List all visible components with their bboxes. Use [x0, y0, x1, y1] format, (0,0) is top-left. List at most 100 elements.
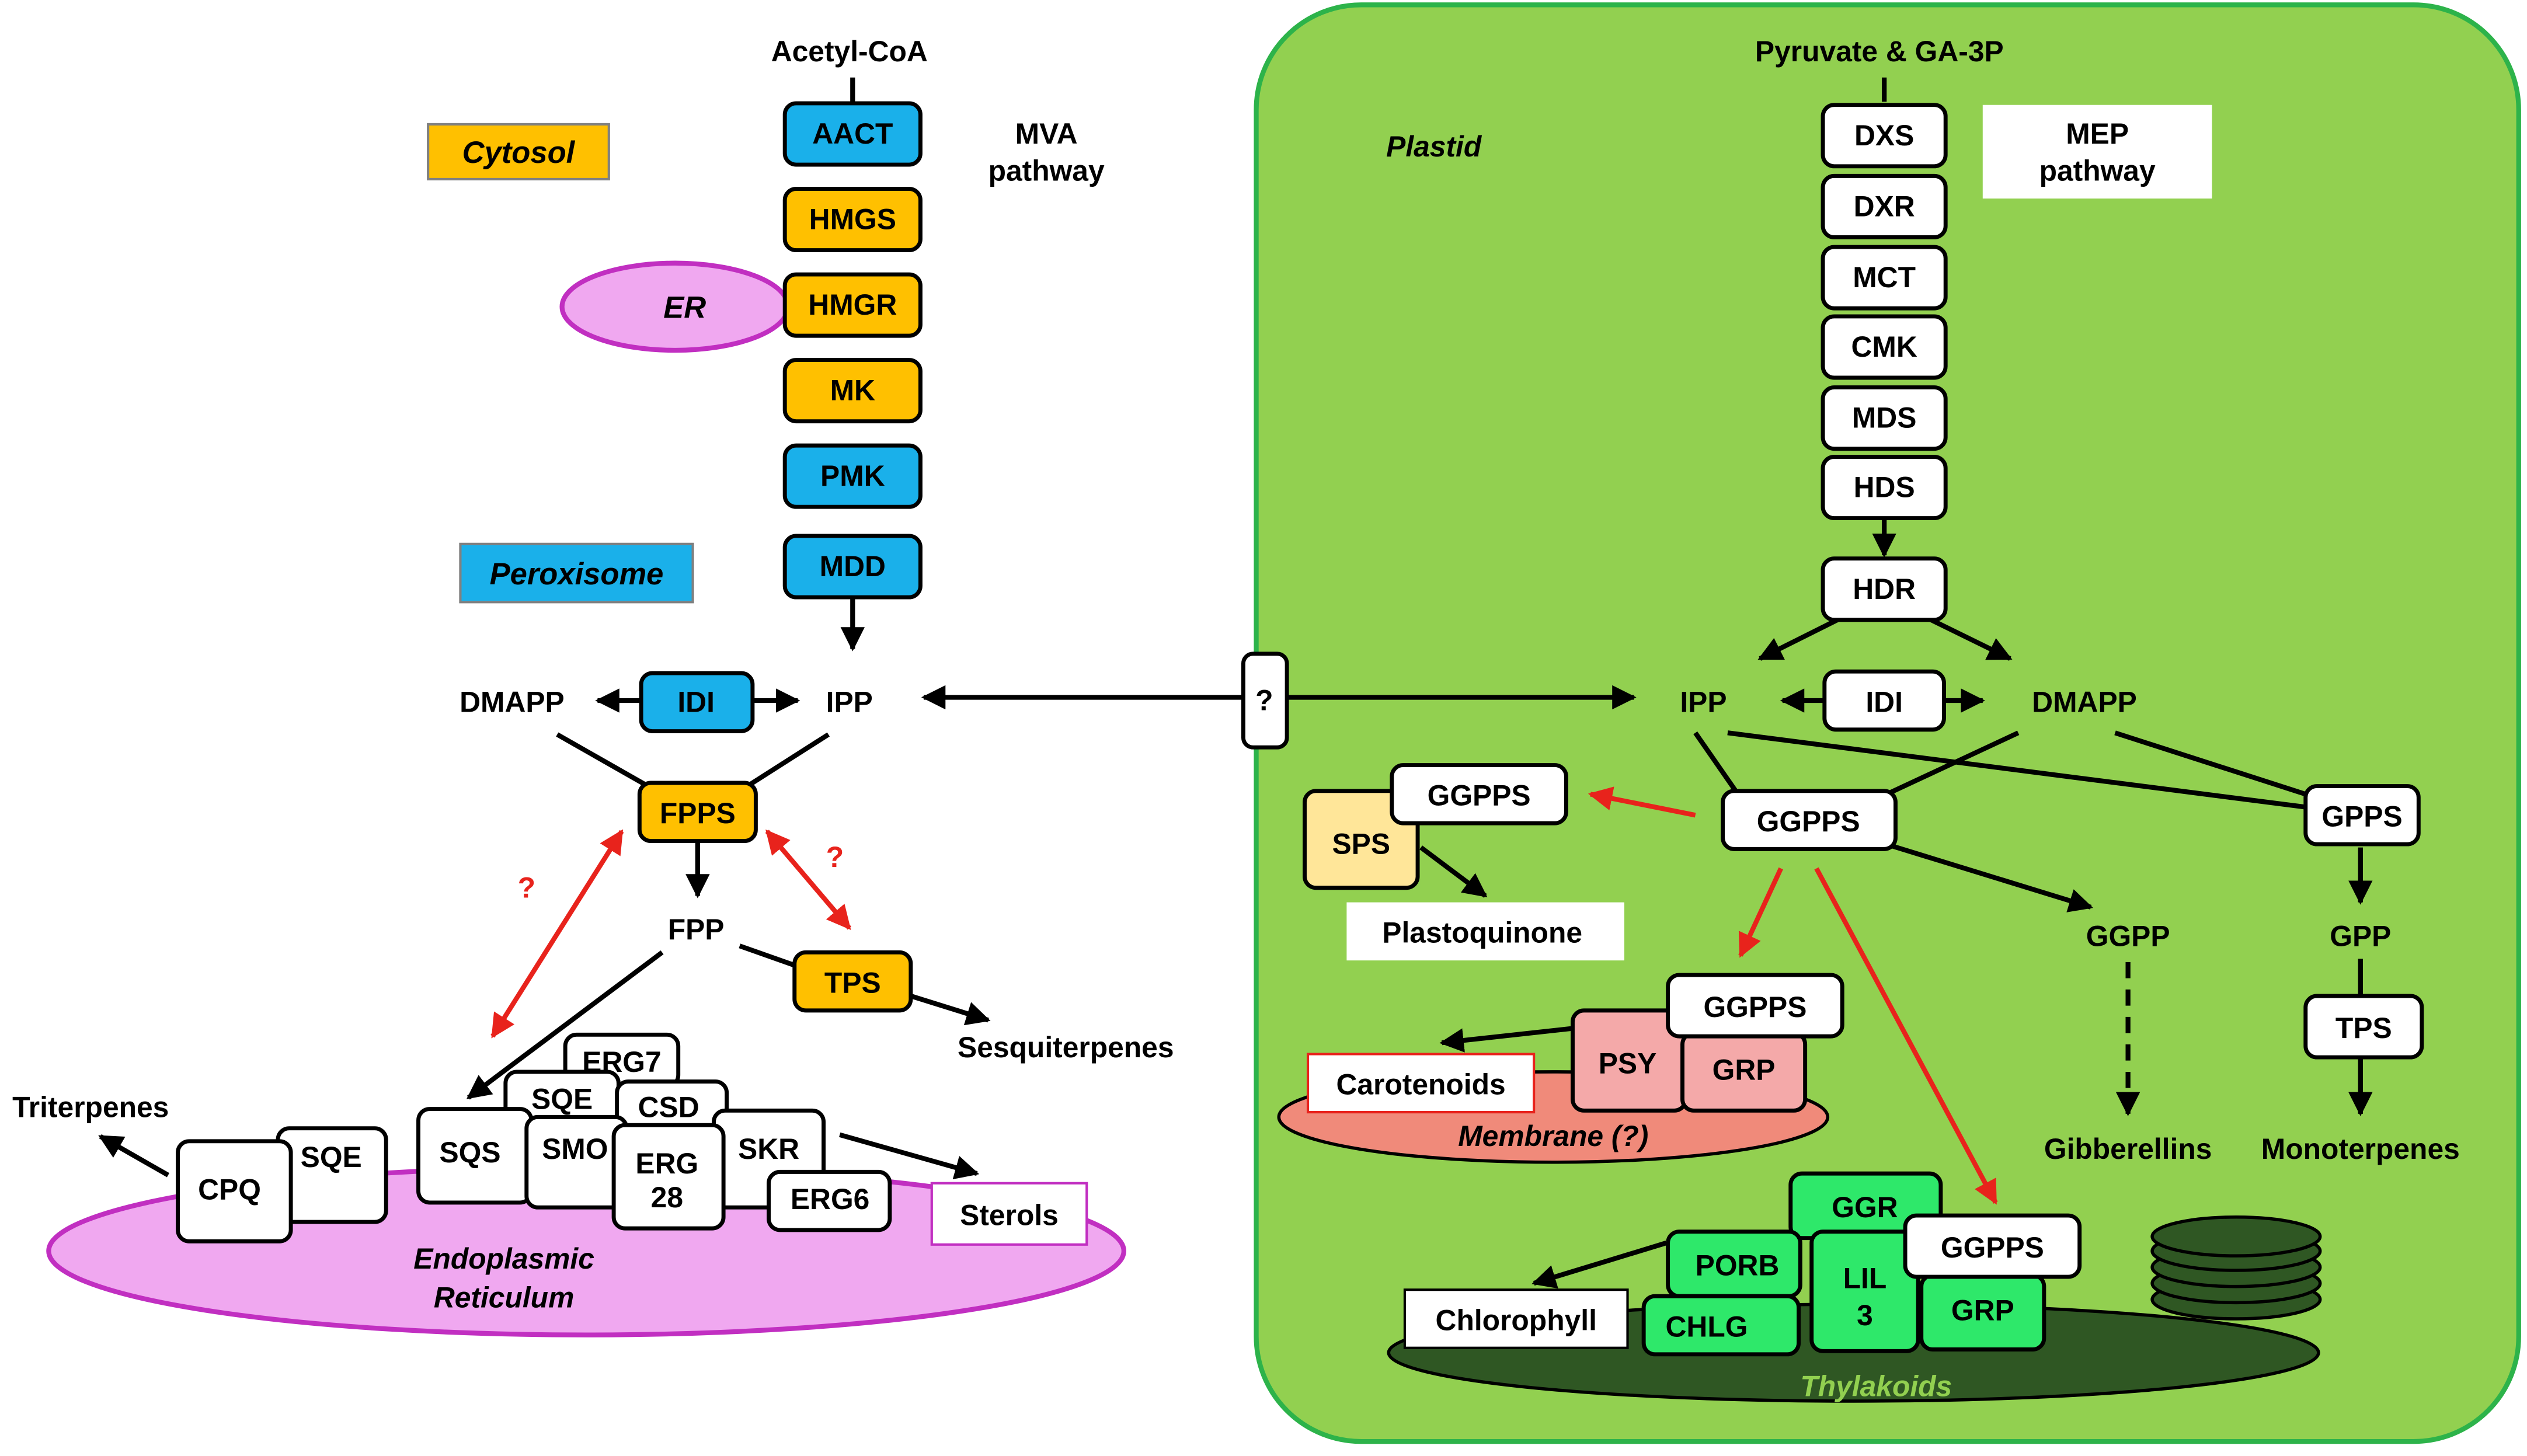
hmgr-box	[782, 272, 923, 338]
hmgr-label: HMGR	[808, 288, 897, 321]
membrane-label: Membrane (?)	[1458, 1120, 1648, 1152]
dxs-label: DXS	[1854, 119, 1914, 152]
mk-label: MK	[830, 374, 875, 407]
ggpps-sps-box	[1390, 763, 1568, 825]
pmk-box	[782, 443, 923, 509]
plastoquinone-box	[1346, 902, 1624, 961]
pmk-label: PMK	[820, 459, 885, 492]
erg28-label-2: 28	[651, 1181, 683, 1214]
chlg-label: CHLG	[1666, 1310, 1748, 1343]
ggpps-thylakoid-box	[1903, 1213, 2082, 1279]
erg7-label: ERG7	[582, 1046, 661, 1078]
mdd-box	[782, 534, 923, 600]
sqe-left-label: SQE	[301, 1141, 362, 1173]
idi-left-box	[639, 671, 755, 733]
ggpps-membrane-label: GGPPS	[1703, 991, 1807, 1023]
plastid-label: Plastid	[1386, 130, 1482, 163]
chlorophyll-label: Chlorophyll	[1436, 1304, 1597, 1336]
porb-label: PORB	[1696, 1249, 1780, 1281]
metabolite-labels: Acetyl-CoA MVA pathway Pyruvate & GA-3P …	[12, 35, 2460, 1336]
peroxisome-legend-box	[459, 542, 694, 604]
peroxisome-label: Peroxisome	[490, 557, 664, 591]
ipp-right-label: IPP	[1680, 685, 1727, 718]
red-question-left: ?	[518, 871, 535, 904]
cmk-label: CMK	[1851, 330, 1917, 363]
red-connectors	[490, 786, 1998, 1205]
sterols-label: Sterols	[960, 1199, 1059, 1232]
ipp-left-label: IPP	[826, 685, 873, 718]
sps-label: SPS	[1332, 828, 1390, 861]
thylakoid-enzymes	[1641, 1171, 2046, 1357]
grp-thylakoid-label: GRP	[1951, 1294, 2014, 1327]
ggpps-center-box	[1721, 789, 1898, 851]
sps-box	[1303, 789, 1420, 890]
transport-unknown-label: ?	[1255, 684, 1273, 717]
pyruvate-label: Pyruvate & GA-3P	[1755, 35, 2004, 68]
er-enzymes	[176, 1032, 892, 1243]
hdr-label: HDR	[1853, 573, 1916, 605]
mct-box	[1821, 245, 1948, 311]
sterols-box	[930, 1182, 1088, 1246]
skr-label: SKR	[738, 1133, 799, 1165]
idi-right-box	[1822, 669, 1946, 732]
mep-enzymes	[1721, 103, 2424, 1060]
dxr-label: DXR	[1854, 190, 1915, 223]
tps-left-box	[792, 950, 913, 1013]
tps-right-label: TPS	[2335, 1012, 2392, 1044]
tps-right-box	[2303, 994, 2424, 1060]
mdd-label: MDD	[820, 550, 886, 583]
mva-pathway-label-1: MVA	[1015, 117, 1078, 150]
fpps-label: FPPS	[660, 797, 736, 830]
carotenoids-box	[1306, 1053, 1536, 1114]
erg28-label-1: ERG	[635, 1147, 698, 1180]
erg6-box	[767, 1169, 892, 1232]
cytosol-legend-box	[427, 123, 610, 180]
gpps-box	[2303, 784, 2421, 847]
lil3-box	[1809, 1229, 1920, 1353]
lil3-label-1: LIL	[1843, 1262, 1887, 1294]
psy-label: PSY	[1599, 1047, 1657, 1080]
mva-enzymes	[637, 101, 923, 1013]
erg6-label: ERG6	[791, 1183, 869, 1215]
mk-box	[782, 358, 923, 424]
carotenoids-label: Carotenoids	[1336, 1068, 1505, 1101]
ggpps-center-label: GGPPS	[1757, 805, 1860, 838]
sesquiterpenes-label: Sesquiterpenes	[958, 1031, 1174, 1064]
sqs-label: SQS	[439, 1136, 500, 1169]
dxr-box	[1821, 173, 1948, 239]
plastoquinone-label: Plastoquinone	[1382, 917, 1582, 949]
aact-label: AACT	[812, 117, 893, 150]
lil3-label-2: 3	[1857, 1299, 1873, 1332]
hds-label: HDS	[1854, 471, 1915, 504]
mva-pathway-label-2: pathway	[988, 155, 1105, 187]
idi-right-label: IDI	[1865, 685, 1903, 718]
ggr-label: GGR	[1832, 1191, 1898, 1224]
gpp-label: GPP	[2330, 919, 2391, 952]
aact-box	[782, 101, 923, 167]
sqe-mid-label: SQE	[531, 1083, 593, 1116]
mep-pathway-label-2: pathway	[2039, 155, 2156, 187]
mct-label: MCT	[1853, 261, 1916, 294]
tps-left-label: TPS	[824, 966, 881, 999]
hdr-box	[1821, 556, 1948, 622]
idi-left-label: IDI	[677, 685, 715, 718]
gpps-label: GPPS	[2321, 800, 2402, 833]
hmgs-label: HMGS	[809, 203, 896, 236]
enzyme-labels: AACT HMGS HMGR MK PMK MDD IDI FPPS TPS C…	[198, 117, 2403, 1343]
er-name-label-2: Reticulum	[434, 1281, 575, 1314]
cytosol-label: Cytosol	[462, 135, 576, 170]
er-name-label-1: Endoplasmic	[413, 1242, 594, 1275]
ggpps-thylakoid-label: GGPPS	[1941, 1231, 2044, 1264]
smo-label: SMO	[542, 1133, 608, 1165]
cpq-label: CPQ	[198, 1173, 261, 1206]
dxs-box	[1821, 103, 1948, 169]
ggpps-sps-label: GGPPS	[1428, 779, 1531, 812]
mep-pathway-box	[1982, 105, 2212, 199]
mds-label: MDS	[1852, 402, 1917, 434]
transport-box	[1241, 652, 1289, 750]
ggpps-membrane-box	[1666, 973, 1844, 1039]
hmgs-box	[782, 187, 923, 253]
chlg-box	[1641, 1294, 1801, 1357]
